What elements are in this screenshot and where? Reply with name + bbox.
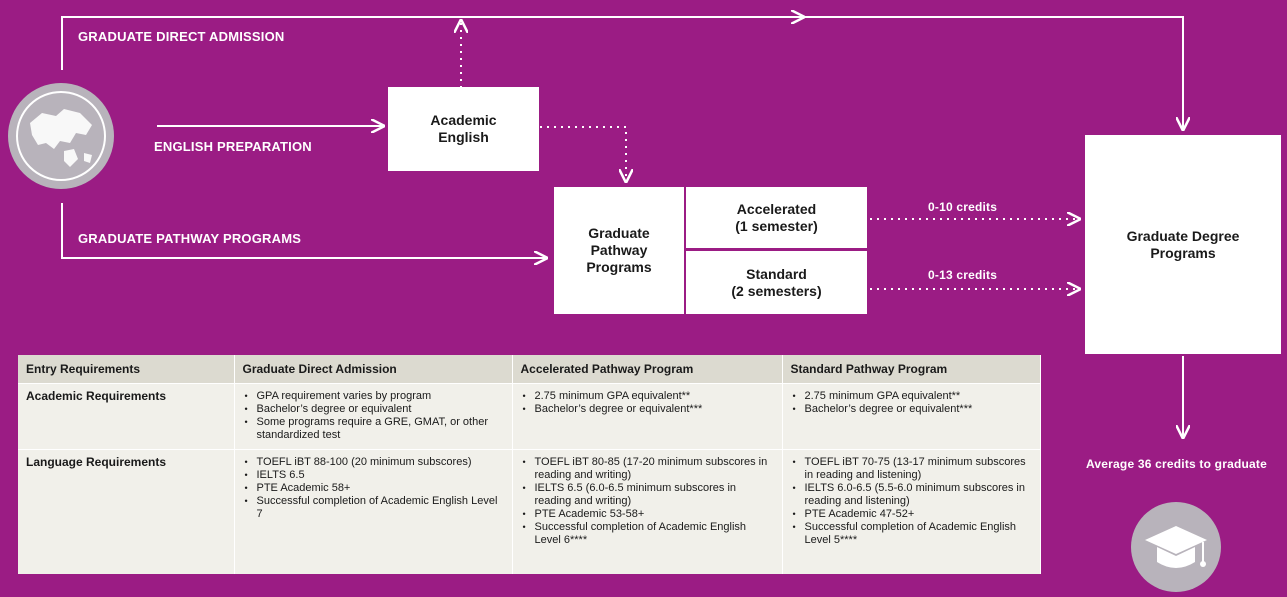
direct-admission-arrow [61,16,1183,128]
list-item: Bachelor’s degree or equivalent [245,403,504,416]
table-cell: GPA requirement varies by program Bachel… [234,383,513,450]
table-header-row: Entry Requirements Graduate Direct Admis… [18,355,1041,384]
average-credits-label: Average 36 credits to graduate [1086,457,1267,471]
pathway-programs-box: Graduate Pathway Programs [554,187,684,314]
standard-credits-label: 0-13 credits [928,268,998,282]
list-item: IELTS 6.0-6.5 (5.5-6.0 minimum subscores… [793,482,1032,508]
graduate-degree-box: Graduate Degree Programs [1085,135,1281,354]
accelerated-credits-label: 0-10 credits [928,200,998,214]
table-cell: TOEFL iBT 70-75 (13-17 minimum subscores… [782,449,1041,574]
list-item: TOEFL iBT 70-75 (13-17 minimum subscores… [793,456,1032,482]
table-header: Graduate Direct Admission [234,355,513,384]
row-label: Academic Requirements [18,383,235,450]
table-cell: 2.75 minimum GPA equivalent** Bachelor’s… [512,383,783,450]
list-item: PTE Academic 47-52+ [793,508,1032,521]
list-item: Successful completion of Academic Englis… [523,521,774,547]
table-cell: TOEFL iBT 80-85 (17-20 minimum subscores… [512,449,783,574]
list-item: Bachelor’s degree or equivalent*** [523,403,774,416]
list-item: PTE Academic 58+ [245,482,504,495]
table-row: Academic Requirements GPA requirement va… [18,383,1041,450]
list-item: TOEFL iBT 80-85 (17-20 minimum subscores… [523,456,774,482]
table-header: Entry Requirements [18,355,235,384]
english-prep-label: ENGLISH PREPARATION [154,139,312,154]
list-item: 2.75 minimum GPA equivalent** [793,390,1032,403]
graduation-cap-icon [1131,502,1221,592]
list-item: Successful completion of Academic Englis… [245,495,504,521]
list-item: 2.75 minimum GPA equivalent** [523,390,774,403]
entry-requirements-table: Entry Requirements Graduate Direct Admis… [18,355,1041,574]
globe-icon [8,83,114,189]
list-item: IELTS 6.5 (6.0-6.5 minimum subscores in … [523,482,774,508]
table-header: Standard Pathway Program [782,355,1041,384]
list-item: Some programs require a GRE, GMAT, or ot… [245,416,504,442]
table-header: Accelerated Pathway Program [512,355,783,384]
academic-english-box: Academic English [388,87,539,171]
list-item: Bachelor’s degree or equivalent*** [793,403,1032,416]
pathway-label: GRADUATE PATHWAY PROGRAMS [78,231,302,246]
standard-box: Standard (2 semesters) [686,251,867,314]
list-item: TOEFL iBT 88-100 (20 minimum subscores) [245,456,504,469]
pathway-arrow [61,203,545,258]
list-item: GPA requirement varies by program [245,390,504,403]
list-item: Successful completion of Academic Englis… [793,521,1032,547]
accelerated-box: Accelerated (1 semester) [686,187,867,248]
list-item: IELTS 6.5 [245,469,504,482]
table-cell: TOEFL iBT 88-100 (20 minimum subscores) … [234,449,513,574]
list-item: PTE Academic 53-58+ [523,508,774,521]
table-cell: 2.75 minimum GPA equivalent** Bachelor’s… [782,383,1041,450]
direct-admission-label: GRADUATE DIRECT ADMISSION [78,29,285,44]
row-label: Language Requirements [18,449,235,574]
table-row: Language Requirements TOEFL iBT 88-100 (… [18,449,1041,574]
academic-english-to-pathway-arrow [540,126,626,180]
